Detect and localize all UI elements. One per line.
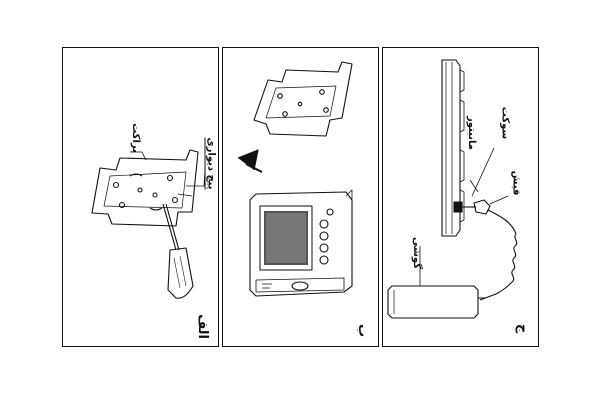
- panel-alef: [62, 47, 219, 347]
- handset-label: گوشی: [411, 236, 423, 270]
- panel-letter-jim: ج: [515, 323, 531, 334]
- cable-drawing: [462, 199, 518, 301]
- screwdriver-drawing: [162, 203, 194, 299]
- socket-label: سوکت: [499, 106, 511, 140]
- bracket-drawing-be: [253, 61, 353, 137]
- leader-lines: [130, 151, 206, 197]
- bracket-drawing: [91, 149, 199, 227]
- handset-drawing: [387, 285, 486, 319]
- screw-label: پیچ دیواری: [204, 137, 217, 190]
- arrow-icon: [237, 149, 263, 173]
- plug-label: فیش: [510, 170, 522, 196]
- panel-letter-be: ب: [355, 323, 371, 338]
- panel-be: [222, 47, 379, 347]
- monitor-label: مانیتور: [465, 116, 477, 150]
- monitor-side-drawing: [441, 59, 465, 237]
- bracket-label: براکت: [129, 123, 141, 153]
- panel-letter-alef: الف: [194, 314, 210, 339]
- monitor-drawing: [249, 189, 353, 297]
- leader-lines-jim: [419, 147, 509, 286]
